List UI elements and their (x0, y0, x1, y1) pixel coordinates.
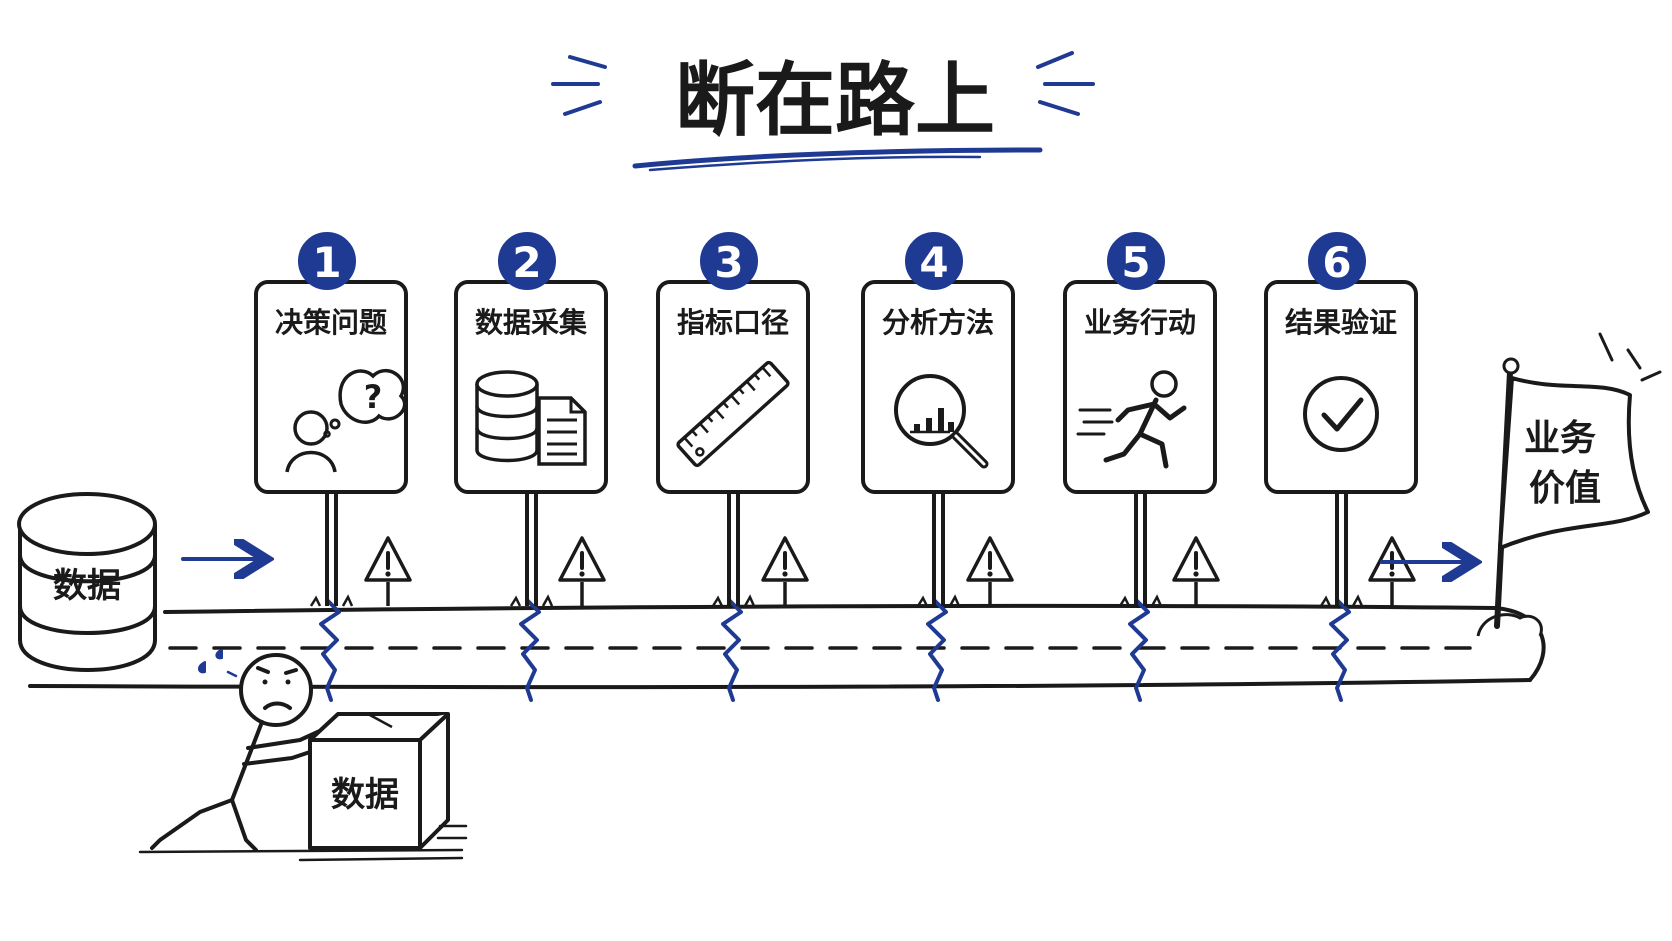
magnifier-chart-icon (894, 374, 989, 469)
step-2-road-crack (519, 598, 541, 702)
step-1-badge (298, 232, 356, 290)
step-4-number: 4 (919, 238, 948, 287)
database-document-icon (475, 370, 587, 466)
step-1-number: 1 (312, 238, 341, 287)
step-5-warning-icon (1172, 536, 1220, 606)
step-2-label: 数据采集 (475, 306, 587, 339)
step-1-road-crack (319, 598, 341, 702)
thinking-person-icon: ? (285, 369, 407, 473)
step-2-warning-icon (558, 536, 606, 606)
data-box-label: 数据 (331, 775, 399, 815)
step-signs: 1 决策问题? 2 数据采集 3 指标口径 4 分析方法 5 业务行动 6 结果验证 (254, 232, 1418, 607)
flag-sparks (1598, 332, 1662, 382)
check-circle-icon (1303, 376, 1379, 452)
data-box: 数据 (308, 712, 450, 850)
flag-cloth (1498, 376, 1650, 550)
stick-figure (150, 649, 324, 852)
step-4-badge (905, 232, 963, 290)
step-2-number: 2 (512, 238, 541, 287)
step-3-warning-icon (761, 536, 809, 606)
svg-text:?: ? (364, 378, 383, 416)
figure-head (239, 653, 313, 727)
data-source-label: 数据 (53, 566, 121, 606)
step-6-label: 结果验证 (1285, 306, 1397, 339)
step-3-badge (700, 232, 758, 290)
running-person-icon (1076, 370, 1187, 469)
step-5-sign: 5 业务行动 (1063, 232, 1217, 607)
title-group: 断在路上 (551, 51, 1095, 172)
step-1-label: 决策问题 (275, 306, 387, 339)
step-4-sign: 4 分析方法 (861, 232, 1015, 607)
goal-label-line2: 价值 (1529, 468, 1601, 509)
step-5-label: 业务行动 (1084, 306, 1196, 339)
step-6-number: 6 (1322, 238, 1351, 287)
step-3-sign: 3 指标口径 (656, 232, 810, 607)
step-3-label: 指标口径 (677, 306, 789, 339)
step-6-sign: 6 结果验证 (1264, 232, 1418, 607)
step-3-road-crack (721, 598, 743, 702)
step-2-badge (498, 232, 556, 290)
step-5-number: 5 (1121, 238, 1150, 287)
step-4-road-crack (926, 598, 948, 702)
step-6-badge (1308, 232, 1366, 290)
step-5-badge (1107, 232, 1165, 290)
flag-mound (1476, 613, 1543, 637)
figure-body (230, 720, 264, 802)
road-top-edge (163, 603, 1497, 614)
step-4-warning-icon (966, 536, 1014, 606)
ground-hatching (138, 824, 468, 862)
title-sparks-left (551, 55, 607, 116)
road-cracks (319, 598, 1351, 702)
page-title: 断在路上 (675, 54, 995, 147)
step-4-label: 分析方法 (882, 306, 994, 339)
ruler-icon (676, 360, 790, 468)
step-6-warning-icon (1368, 536, 1416, 606)
title-underline (632, 147, 1043, 169)
goal-flag: 业务 价值 (1380, 332, 1662, 637)
title-sparks-right (1036, 51, 1095, 116)
goal-label-line1: 业务 (1524, 418, 1596, 459)
step-6-road-crack (1329, 598, 1351, 702)
step-3-number: 3 (714, 238, 743, 287)
data-source-barrel: 数据 (17, 492, 157, 672)
step-2-sign: 2 数据采集 (454, 232, 608, 607)
step-5-road-crack (1128, 598, 1150, 702)
step-1-sign: 1 决策问题? (254, 232, 408, 607)
step-1-warning-icon (364, 536, 412, 606)
